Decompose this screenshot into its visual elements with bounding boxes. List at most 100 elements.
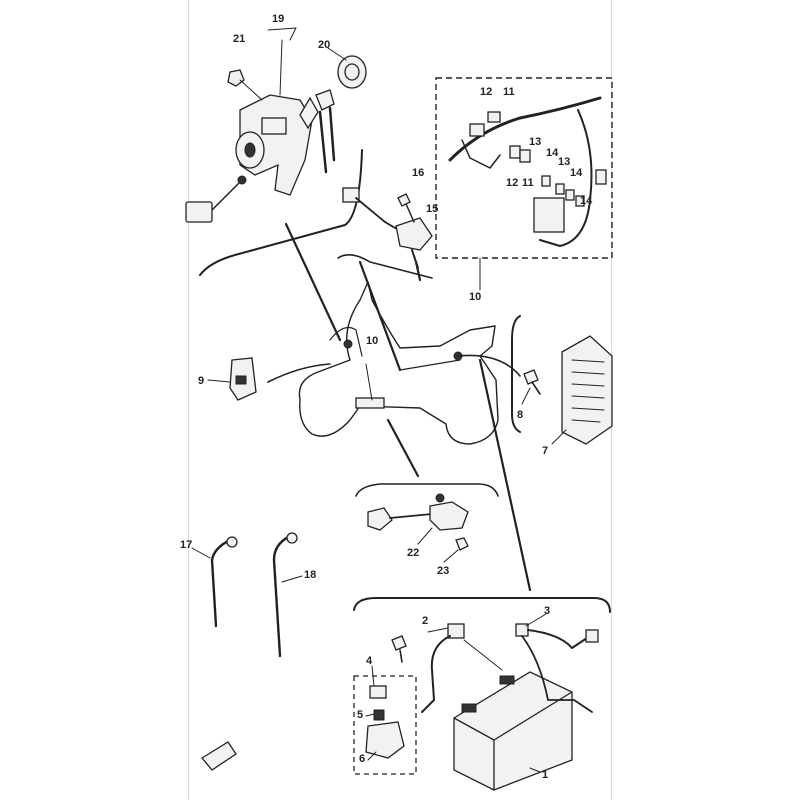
leader-8 bbox=[521, 387, 531, 405]
starter-group bbox=[355, 483, 499, 563]
harness-pigtail bbox=[461, 139, 501, 169]
callout-3: 3 bbox=[544, 605, 550, 617]
rectifier-group bbox=[511, 315, 613, 445]
cables-group bbox=[191, 532, 303, 658]
leader-20 bbox=[327, 47, 347, 61]
fuse-14a bbox=[555, 183, 565, 195]
cap-20-inner bbox=[344, 63, 360, 81]
callout-14-lower: 14 bbox=[570, 167, 583, 179]
leader-ignition-to-frame bbox=[284, 222, 342, 342]
cable-18 bbox=[272, 534, 292, 658]
leader-17 bbox=[191, 547, 211, 559]
callout-13-lower: 13 bbox=[558, 156, 570, 168]
leader-21 bbox=[239, 79, 263, 101]
callout-20: 20 bbox=[318, 39, 330, 51]
battery-terminal-negative bbox=[461, 703, 477, 713]
callout-18: 18 bbox=[304, 569, 316, 581]
group-bracket-ignition bbox=[199, 149, 363, 276]
loose-coupler bbox=[201, 741, 237, 771]
fuse-box-6 bbox=[365, 721, 405, 759]
fuse-14b bbox=[575, 195, 585, 207]
cable-2-to-battery bbox=[463, 639, 503, 671]
leader-switch-stub bbox=[414, 260, 422, 282]
rectifier-fins bbox=[571, 359, 605, 423]
starter-wire bbox=[389, 513, 433, 519]
group-bracket-rectifier bbox=[511, 315, 521, 433]
callout-12-lower: 12 bbox=[506, 177, 518, 189]
leader-23 bbox=[443, 549, 459, 563]
callout-12-top: 12 bbox=[480, 86, 492, 98]
switch-coupler bbox=[342, 187, 360, 203]
callout-22: 22 bbox=[407, 547, 419, 559]
harness-clip-11b bbox=[519, 149, 531, 163]
cable-17-terminal bbox=[226, 536, 238, 548]
ignition-switch-group bbox=[185, 27, 367, 276]
ignition-cylinder-core bbox=[244, 142, 256, 158]
leader-22 bbox=[417, 527, 433, 545]
harness-clip-12a bbox=[469, 123, 485, 137]
cable-17 bbox=[210, 538, 232, 628]
motorcycle-outline bbox=[298, 281, 499, 445]
fuse-dashed-box bbox=[353, 675, 417, 775]
coupler-wire bbox=[211, 181, 241, 211]
cable-3-branch bbox=[521, 635, 593, 713]
leader-frame-to-battery bbox=[478, 358, 532, 592]
starter-22-body bbox=[429, 501, 469, 531]
bolt-8-shank bbox=[531, 381, 541, 395]
coupler-connector bbox=[185, 201, 213, 223]
switch-15-body bbox=[395, 217, 433, 251]
callout-7: 7 bbox=[542, 445, 548, 457]
callout-10-harness: 10 bbox=[469, 291, 481, 303]
battery-bolt bbox=[391, 635, 407, 651]
callout-11-top: 11 bbox=[503, 86, 515, 98]
switch-housing-block bbox=[261, 117, 287, 135]
harness-main-wire bbox=[448, 96, 602, 162]
leader-18 bbox=[281, 575, 303, 583]
harness-end-coupler bbox=[595, 169, 607, 185]
coupler-grommet bbox=[237, 175, 247, 185]
motorcycle-fairing-line bbox=[329, 327, 363, 357]
leader-relay-to-frame bbox=[267, 363, 331, 383]
bolt-8 bbox=[523, 369, 539, 385]
callout-2: 2 bbox=[422, 615, 428, 627]
fuse-13a bbox=[541, 175, 551, 187]
battery-1-edges bbox=[453, 691, 573, 791]
handlebar-switch-group bbox=[337, 187, 433, 279]
harness-dashed-box bbox=[435, 77, 613, 259]
callout-15: 15 bbox=[426, 203, 438, 215]
leader-1 bbox=[529, 767, 541, 773]
switch-tab bbox=[299, 96, 319, 130]
cable-18-terminal bbox=[286, 532, 298, 544]
callout-11-lower: 11 bbox=[522, 177, 534, 189]
harness-mount-point bbox=[343, 339, 353, 349]
leader-3 bbox=[525, 613, 547, 627]
relay-9-group bbox=[207, 357, 257, 401]
leader-rectifier-wire bbox=[457, 354, 521, 377]
cable-2 bbox=[421, 635, 451, 713]
cable-3 bbox=[527, 629, 591, 649]
callout-23: 23 bbox=[437, 565, 449, 577]
group-bracket-starter bbox=[355, 483, 499, 497]
key-blades bbox=[318, 106, 336, 174]
fuse-5 bbox=[373, 709, 385, 721]
leader-5 bbox=[365, 713, 375, 717]
motorcycle-underside-part bbox=[355, 397, 385, 409]
battery-bolt-shank bbox=[399, 649, 403, 663]
rectifier-regulator-7 bbox=[561, 335, 613, 445]
ignition-switch-body bbox=[239, 94, 313, 196]
leader-9 bbox=[207, 379, 231, 383]
leader-2 bbox=[427, 627, 449, 633]
screw-16-shank bbox=[405, 203, 415, 223]
switch-wire bbox=[355, 197, 403, 233]
motorcycle-body-outline bbox=[298, 281, 499, 445]
harness-clip-12b bbox=[509, 145, 521, 159]
cable-2-terminal bbox=[447, 623, 465, 639]
callout-9: 9 bbox=[198, 375, 204, 387]
harness-relay-block bbox=[533, 197, 565, 233]
leader-10-frame bbox=[365, 363, 373, 401]
callout-14-end: 14 bbox=[580, 195, 593, 207]
cable-3-end-coupler bbox=[585, 629, 599, 643]
bolt-21 bbox=[227, 69, 245, 87]
callout-14-upper: 14 bbox=[546, 147, 559, 159]
